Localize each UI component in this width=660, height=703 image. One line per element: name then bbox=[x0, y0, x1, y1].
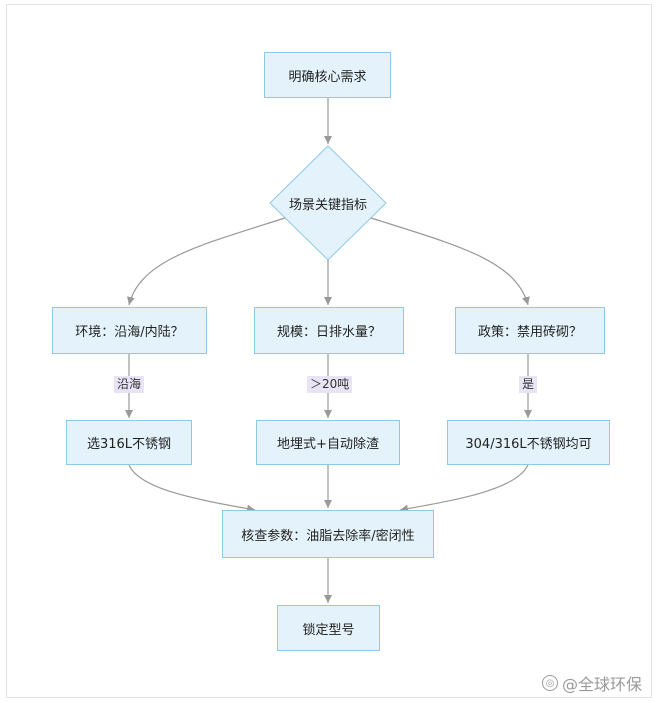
node-end: 锁定型号 bbox=[277, 605, 380, 651]
node-question-scale: 规模：日排水量？ bbox=[254, 307, 404, 354]
node-start: 明确核心需求 bbox=[264, 52, 391, 98]
diagram-frame bbox=[6, 4, 652, 698]
node-result-304-316l: 304/316L不锈钢均可 bbox=[447, 420, 610, 465]
watermark-text: @全球环保 bbox=[561, 675, 642, 694]
node-result-316l: 选316L不锈钢 bbox=[66, 420, 192, 465]
edge-env-check bbox=[128, 464, 256, 513]
sohu-logo-icon: ◎ bbox=[541, 675, 558, 691]
node-question-policy: 政策：禁用砖砌？ bbox=[455, 307, 605, 354]
node-check-parameters: 核查参数：油脂去除率/密闭性 bbox=[222, 510, 434, 558]
node-question-environment: 环境：沿海/内陆？ bbox=[52, 307, 207, 354]
node-result-underground: 地埋式+自动除渣 bbox=[256, 420, 400, 465]
edge-label-coastal: 沿海 bbox=[114, 376, 145, 393]
edge-policy-check bbox=[399, 464, 529, 513]
edge-decision-env bbox=[127, 217, 286, 306]
edge-label-over-20-tons: ＞20吨 bbox=[307, 376, 353, 393]
edge-label-yes: 是 bbox=[519, 376, 538, 393]
edge-decision-policy bbox=[370, 217, 530, 306]
watermark: ◎ @全球环保 bbox=[541, 671, 642, 695]
node-decision-label: 场景关键指标 bbox=[288, 197, 367, 213]
